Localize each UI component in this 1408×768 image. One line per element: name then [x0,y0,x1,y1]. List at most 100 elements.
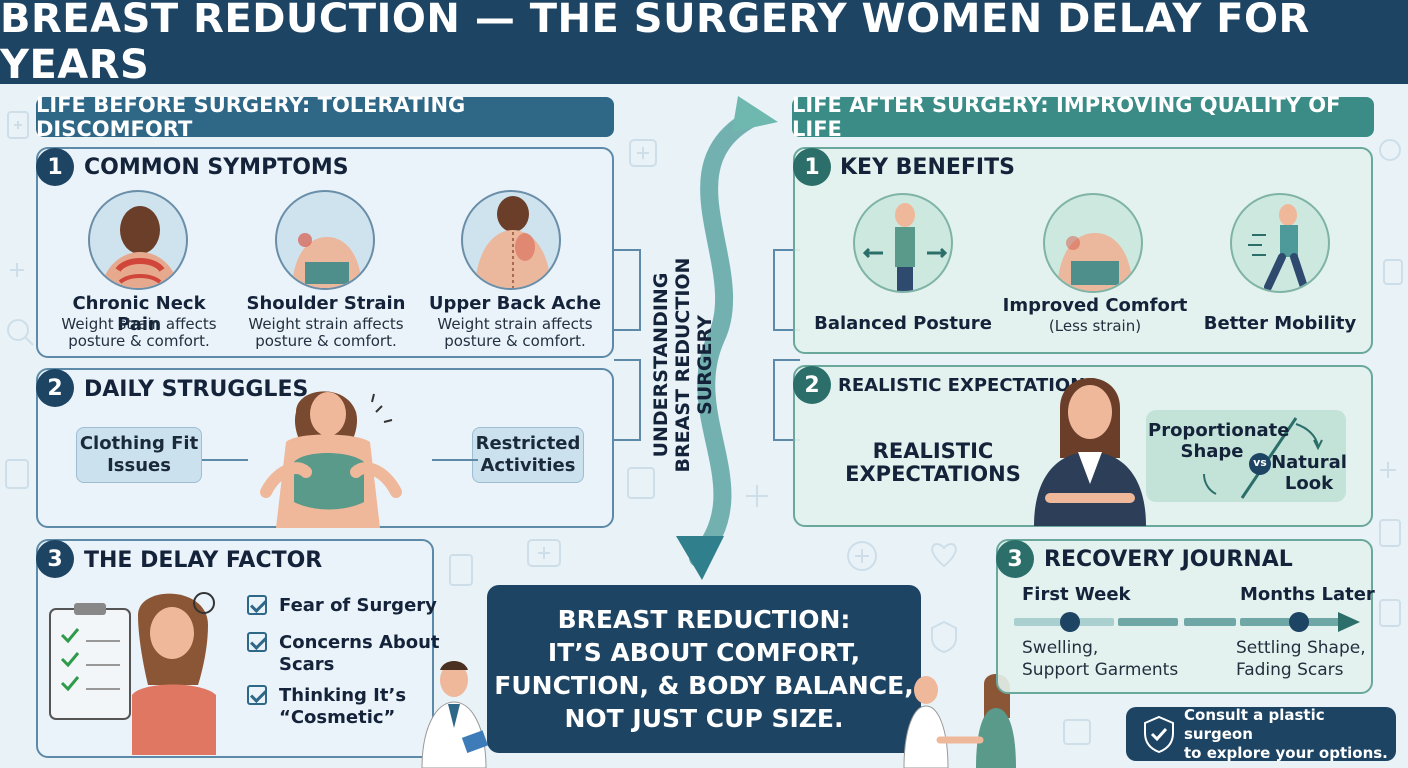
symptom-desc: Weight strain affects [61,315,217,333]
timeline-start-label: First Week [1022,584,1131,605]
comfort-illustration [1043,193,1143,293]
worried-woman-illustration [49,592,216,755]
timeline-segment [1118,618,1178,626]
panel-title: COMMON SYMPTOMS [84,155,349,180]
connector-lines [614,249,800,441]
step-number: 2 [793,366,831,404]
shape-comparison-box [1146,410,1346,502]
desc-line: Swelling, [1022,638,1099,658]
natural-look-label: Natural Look [1270,452,1348,494]
shoulder-strain-illustration [275,190,375,290]
page-title: BREAST REDUCTION — THE SURGERY WOMEN DEL… [0,0,1310,88]
timeline-end-desc: Settling Shape, Fading Scars [1236,637,1366,681]
desc-line: Settling Shape, [1236,638,1366,658]
consult-callout: Consult a plastic surgeon to explore you… [1126,705,1396,762]
vertical-line: BREAST REDUCTION [672,257,694,473]
step-number: 3 [36,540,74,578]
clothing-fit-tag: Clothing Fit Issues [76,427,202,483]
panel-title: THE DELAY FACTOR [84,548,323,573]
consult-line: to explore your options. [1184,743,1388,762]
consult-line: Consult a plastic surgeon [1184,705,1325,743]
mobility-illustration [1230,193,1330,293]
delay-text: Scars [279,654,335,675]
symptom-desc: posture & comfort. [255,332,397,350]
understanding-label: UNDERSTANDING BREAST REDUCTION SURGERY [650,240,790,490]
delay-text: “Cosmetic” [279,707,396,728]
panel-title: KEY BENEFITS [840,155,1015,180]
after-section-header: LIFE AFTER SURGERY: IMPROVING QUALITY OF… [792,93,1374,141]
tag-line: Clothing Fit [79,433,199,454]
delay-item-cosmetic: Thinking It’s [247,685,407,706]
desc-line: Fading Scars [1236,660,1344,680]
panel-title: REALISTIC EXPECTATIONS [838,375,1099,396]
message-line: NOT JUST CUP SIZE. [564,704,844,733]
panel-title: DAILY STRUGGLES [84,377,309,402]
timeline-arrow [1338,612,1360,632]
timeline-dot [1289,612,1309,632]
delay-item-cosmetic-2: “Cosmetic” [279,707,395,728]
step-number: 1 [36,148,74,186]
big-line: EXPECTATIONS [845,462,1021,486]
upper-back-illustration [461,190,561,290]
symptom-label: Chronic Neck Pain [72,293,206,335]
look-line: Look [1284,473,1334,494]
checkbox-icon [247,685,267,705]
tag-line: Activities [480,455,576,476]
shape-line: Proportionate [1148,420,1290,441]
message-line: IT’S ABOUT COMFORT, [547,638,861,667]
step-number: 2 [36,369,74,407]
vertical-line: SURGERY [694,315,716,415]
before-section-header: LIFE BEFORE SURGERY: TOLERATING DISCOMFO… [36,93,614,141]
big-line: REALISTIC [872,439,994,463]
benefit-label: Improved Comfort [1002,295,1188,316]
message-line: BREAST REDUCTION: [557,605,851,634]
timeline-end-label: Months Later [1240,584,1375,605]
symptom-desc: Weight strain affects [248,315,404,333]
surgeon-woman-illustration [1034,378,1146,526]
panel-title: RECOVERY JOURNAL [1044,547,1293,572]
comparison-arrows [1203,417,1323,499]
delay-item-scars-2: Scars [279,654,334,675]
delay-text: Fear of Surgery [279,595,437,616]
symptom-desc: Weight strain affects [437,315,593,333]
recovery-journal-panel [996,539,1373,694]
benefit-label: Better Mobility [1203,313,1357,334]
timeline-segment [1184,618,1236,626]
woman-struggling-illustration [260,391,402,528]
vertical-line: UNDERSTANDING [650,272,672,458]
vs-badge: vs [1253,456,1267,469]
shield-check-icon [1144,715,1174,753]
consultation-illustration [903,673,1016,768]
step-number: 3 [996,540,1034,578]
benefit-label: Balanced Posture [814,313,992,334]
transition-arrow [676,96,778,580]
symptom-desc: posture & comfort. [68,332,210,350]
delay-text: Thinking It’s [279,685,407,706]
delay-item-fear: Fear of Surgery [247,595,437,616]
tag-line: Restricted [475,433,581,454]
look-line: Natural [1271,452,1347,473]
symptom-label: Upper Back Ache [428,293,602,314]
symptom-label: Shoulder Strain [246,293,406,314]
posture-illustration [853,193,953,293]
shape-line: Shape [1180,441,1244,462]
symptom-desc: posture & comfort. [444,332,586,350]
delay-text: Concerns About [279,632,440,653]
timeline-dot [1060,612,1080,632]
checkbox-icon [247,595,267,615]
struggle-connector-lines [202,459,478,461]
delay-item-scars: Concerns About [247,632,440,653]
desc-line: Support Garments [1022,660,1179,680]
proportionate-shape-label: Proportionate Shape [1148,420,1290,462]
expectations-big-label: REALISTIC EXPECTATIONS [842,440,1024,486]
message-line: FUNCTION, & BODY BALANCE, [494,671,914,700]
checkbox-icon [247,632,267,652]
restricted-activities-tag: Restricted Activities [472,427,584,483]
tag-line: Issues [107,455,171,476]
step-number: 1 [793,148,831,186]
neck-pain-illustration [88,190,188,290]
doctor-illustration [421,661,489,768]
timeline-start-desc: Swelling, Support Garments [1022,637,1178,681]
benefit-note: (Less strain) [1048,317,1142,335]
